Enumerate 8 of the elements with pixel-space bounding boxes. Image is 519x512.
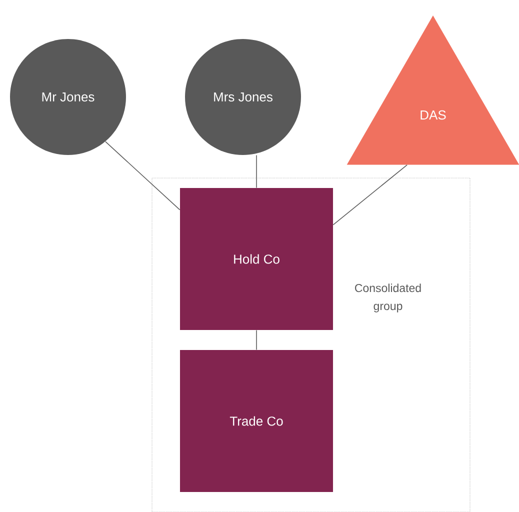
connector-line (256, 154, 257, 188)
connector-line (105, 141, 180, 210)
triangle: DAS (346, 16, 519, 165)
connector-line (332, 164, 408, 226)
company-box: Trade Co (180, 350, 333, 492)
company-box: Hold Co (180, 188, 333, 330)
connector-line (256, 330, 257, 350)
group-label: Consolidated group (355, 284, 421, 312)
